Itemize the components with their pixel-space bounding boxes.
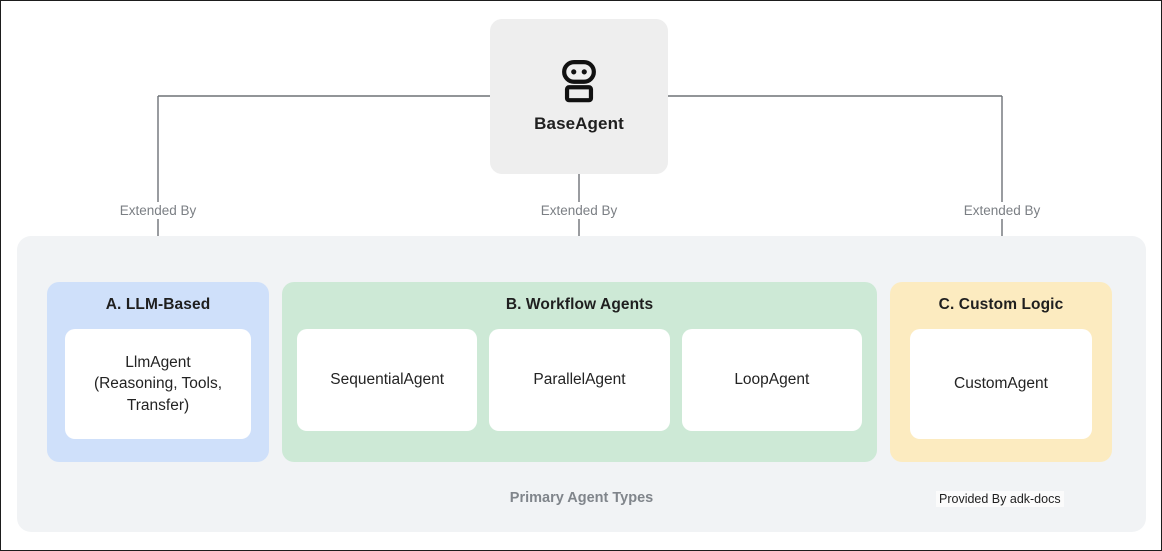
group-llm-based[interactable]: A. LLM-Based LlmAgent(Reasoning, Tools,T… (47, 282, 269, 462)
card-custom-agent[interactable]: CustomAgent (910, 329, 1092, 439)
group-b-title: B. Workflow Agents (505, 296, 654, 313)
card-parallel-agent[interactable]: ParallelAgent (489, 329, 670, 431)
base-agent-node[interactable]: BaseAgent (490, 19, 668, 174)
group-workflow-agents[interactable]: B. Workflow Agents SequentialAgent Paral… (282, 282, 877, 462)
edge-label-extended-by-a: Extended By (114, 202, 202, 219)
edge-label-extended-by-c: Extended By (958, 202, 1046, 219)
base-agent-label: BaseAgent (534, 113, 624, 133)
card-loop-agent[interactable]: LoopAgent (681, 329, 862, 431)
group-b-cards: SequentialAgent ParallelAgent LoopAgent (282, 329, 877, 462)
card-llm-agent[interactable]: LlmAgent(Reasoning, Tools,Transfer) (65, 329, 251, 439)
group-custom-logic[interactable]: C. Custom Logic CustomAgent (890, 282, 1112, 462)
robot-icon (562, 59, 596, 102)
provider-note: Provided By adk-docs (936, 491, 1064, 507)
group-c-cards: CustomAgent (890, 329, 1112, 462)
card-sequential-agent[interactable]: SequentialAgent (297, 329, 478, 431)
group-a-title: A. LLM-Based (105, 296, 211, 313)
panel-caption: Primary Agent Types (509, 490, 654, 506)
group-a-cards: LlmAgent(Reasoning, Tools,Transfer) (47, 329, 269, 462)
group-c-title: C. Custom Logic (938, 296, 1064, 313)
edge-label-extended-by-b: Extended By (535, 202, 623, 219)
